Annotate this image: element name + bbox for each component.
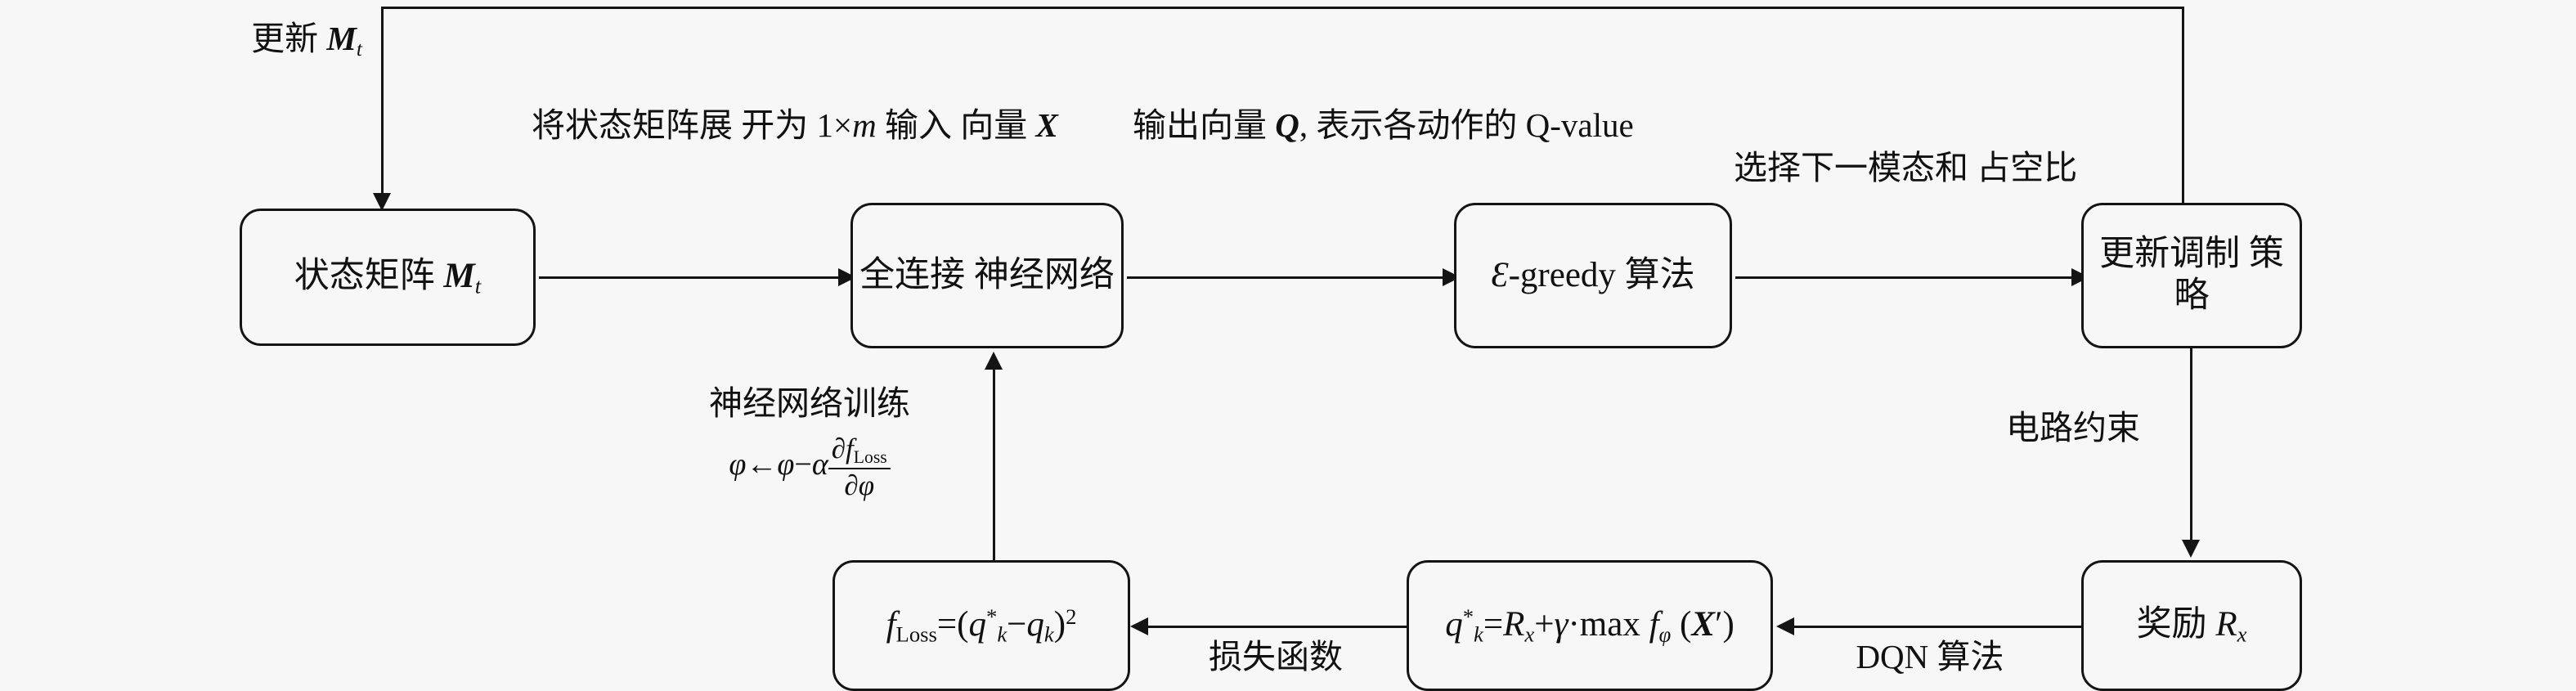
edge-targetq-to-loss	[1145, 626, 1407, 628]
edge-label-circuit-constraint-text: 电路约束	[2006, 409, 2140, 446]
node-target-q-formula: q*k=Rx+γ·max fφ (X′)	[1445, 604, 1735, 646]
edge-loss-to-network-arrowhead	[985, 352, 1003, 370]
node-epsilon-greedy[interactable]: Ɛ-greedy 算法	[1454, 203, 1732, 348]
node-state-matrix-label: 状态矩阵	[294, 256, 444, 295]
gradient-fraction: ∂fLoss∂φ	[828, 433, 891, 500]
node-state-matrix[interactable]: 状态矩阵 Mt	[240, 209, 536, 346]
edge-state-to-network	[539, 276, 841, 279]
edge-label-flatten-line3: 向量 X	[960, 106, 1058, 144]
edge-label-update-state: 更新 Mt	[245, 18, 368, 63]
edge-label-circuit-constraint: 电路约束	[1971, 407, 2175, 448]
feedback-arrowhead-into-state-matrix	[373, 193, 391, 211]
node-update-policy-line1: 更新调制	[2099, 235, 2241, 274]
edge-label-select-action: 选择下一模态和 占空比	[1734, 147, 2077, 188]
edge-label-select-line1: 选择下一模态和	[1734, 149, 1968, 186]
node-target-q[interactable]: q*k=Rx+γ·max fφ (X′)	[1407, 560, 1773, 691]
feedback-line-top-horizontal	[381, 7, 2184, 9]
edge-network-to-greedy	[1127, 276, 1446, 279]
node-epsilon-greedy-label: Ɛ-greedy 算法	[1491, 255, 1695, 294]
feedback-line-left-vertical	[381, 7, 384, 195]
node-reward[interactable]: 奖励 Rx	[2081, 560, 2302, 691]
edge-label-flatten-matrix: 将状态矩阵展 开为 1×m 输入 向量 X	[532, 105, 1058, 146]
edge-greedy-to-policy	[1735, 276, 2075, 279]
edge-reward-to-targetq-arrowhead	[1776, 617, 1794, 635]
edge-targetq-to-loss-arrowhead	[1130, 617, 1148, 635]
node-loss-function-formula: fLoss=(q*k−qk)2	[886, 604, 1077, 646]
edge-label-dqn-algorithm: DQN 算法	[1799, 636, 2061, 677]
edge-label-output-line2: 表示各动作的	[1316, 106, 1518, 144]
edge-reward-to-targetq	[1791, 626, 2084, 628]
edge-label-nn-training: 神经网络训练 φ←φ−α∂fLoss∂φ	[646, 383, 973, 500]
node-fc-network[interactable]: 全连接 神经网络	[850, 203, 1124, 348]
edge-label-output-line1: 输出向量 Q,	[1133, 106, 1308, 144]
edge-label-update-state-line2: Mt	[326, 20, 362, 61]
edge-label-output-vector: 输出向量 Q, 表示各动作的 Q-value	[1133, 105, 1634, 146]
node-reward-label: 奖励 Rx	[2136, 604, 2247, 646]
node-update-policy-line2: 策略	[2174, 235, 2284, 315]
node-fc-network-line2: 神经网络	[973, 255, 1115, 294]
edge-policy-to-reward-arrowhead	[2182, 540, 2200, 558]
edge-policy-to-reward	[2190, 348, 2192, 553]
edge-label-loss-function-text: 损失函数	[1209, 638, 1343, 675]
edge-label-output-line3: Q-value	[1525, 106, 1634, 144]
feedback-line-right-vertical	[2182, 7, 2184, 207]
edge-label-flatten-line1: 将状态矩阵展	[532, 106, 733, 144]
node-loss-function[interactable]: fLoss=(q*k−qk)2	[832, 560, 1130, 691]
edge-label-update-state-line1: 更新	[251, 20, 319, 57]
edge-label-loss-function: 损失函数	[1161, 636, 1390, 677]
edge-label-nn-training-gradient: φ←φ−α∂fLoss∂φ	[646, 433, 973, 500]
node-update-policy[interactable]: 更新调制 策略	[2081, 203, 2302, 348]
edge-loss-to-network	[993, 358, 995, 563]
edge-label-dqn-algorithm-text: DQN 算法	[1856, 638, 2004, 675]
edge-label-select-line2: 占空比	[1977, 149, 2078, 186]
edge-label-flatten-line2: 开为 1×m 输入	[741, 106, 952, 144]
edge-label-nn-training-title: 神经网络训练	[709, 384, 910, 422]
node-fc-network-line1: 全连接	[859, 255, 966, 294]
